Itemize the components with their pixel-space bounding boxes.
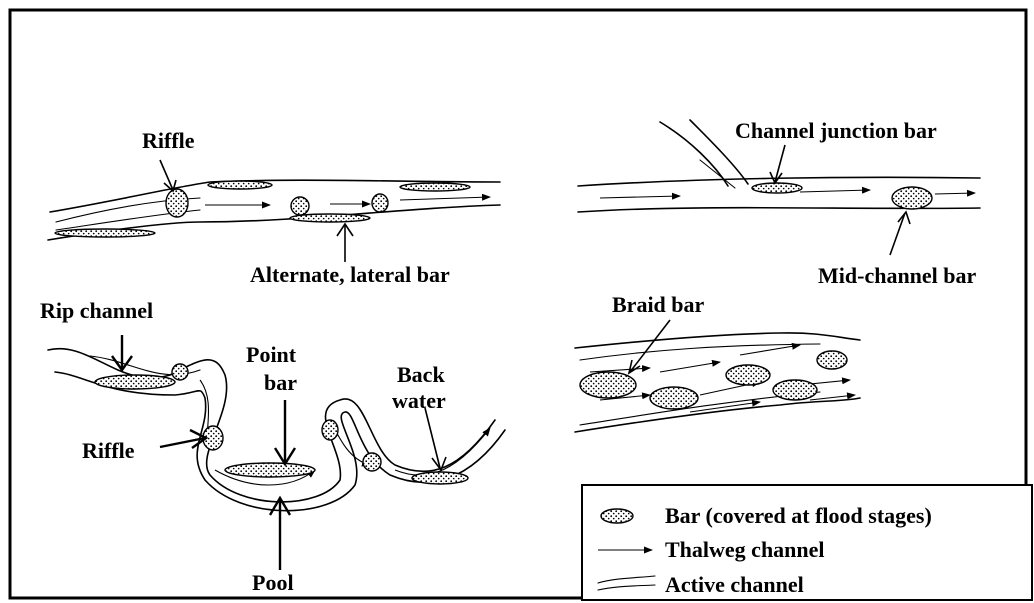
label-riffle-meander: Riffle: [82, 438, 135, 463]
back-water-bar: [412, 472, 468, 484]
braid-bar-3: [650, 387, 698, 409]
label-point-bar-1: Point: [246, 342, 297, 367]
braid-bar-2: [726, 365, 770, 385]
riffle-bar-meander-2: [172, 364, 188, 380]
straight-channel: [48, 160, 500, 262]
legend-bar-swatch: [601, 509, 633, 523]
braid-bar-1: [580, 372, 636, 398]
legend-label-bar: Bar (covered at flood stages): [665, 503, 932, 528]
mid-channel-bar: [892, 187, 932, 209]
label-back-water-1: Back: [397, 362, 445, 387]
meander-bar-4: [363, 453, 381, 471]
label-mid-channel-bar: Mid-channel bar: [818, 263, 977, 288]
lateral-bar-lower-2: [290, 214, 370, 222]
lateral-bar-upper-2: [400, 183, 470, 191]
braided-channel: [575, 320, 860, 432]
label-alternate-lateral-bar: Alternate, lateral bar: [250, 262, 450, 287]
label-braid-bar: Braid bar: [612, 292, 705, 317]
label-riffle-top: Riffle: [142, 128, 195, 153]
label-pool: Pool: [252, 570, 294, 595]
riffle-bar: [166, 189, 188, 217]
meander-bar-3: [322, 420, 338, 440]
braid-bar-5: [817, 351, 847, 369]
legend-label-thalweg: Thalweg channel: [665, 537, 825, 562]
junction-bar: [752, 183, 802, 193]
lateral-bar-lower-1: [55, 229, 155, 237]
label-rip-channel: Rip channel: [40, 298, 153, 323]
lateral-bar-upper-1: [208, 181, 272, 189]
point-bar: [225, 463, 315, 477]
legend-label-active: Active channel: [665, 572, 804, 597]
riffle-bar-2: [291, 197, 309, 215]
label-channel-junction-bar: Channel junction bar: [735, 118, 937, 143]
meander-bar-1: [95, 375, 175, 389]
braid-bar-4: [773, 380, 817, 400]
riffle-bar-3: [372, 194, 388, 212]
label-point-bar-2: bar: [264, 370, 297, 395]
label-back-water-2: water: [392, 388, 446, 413]
